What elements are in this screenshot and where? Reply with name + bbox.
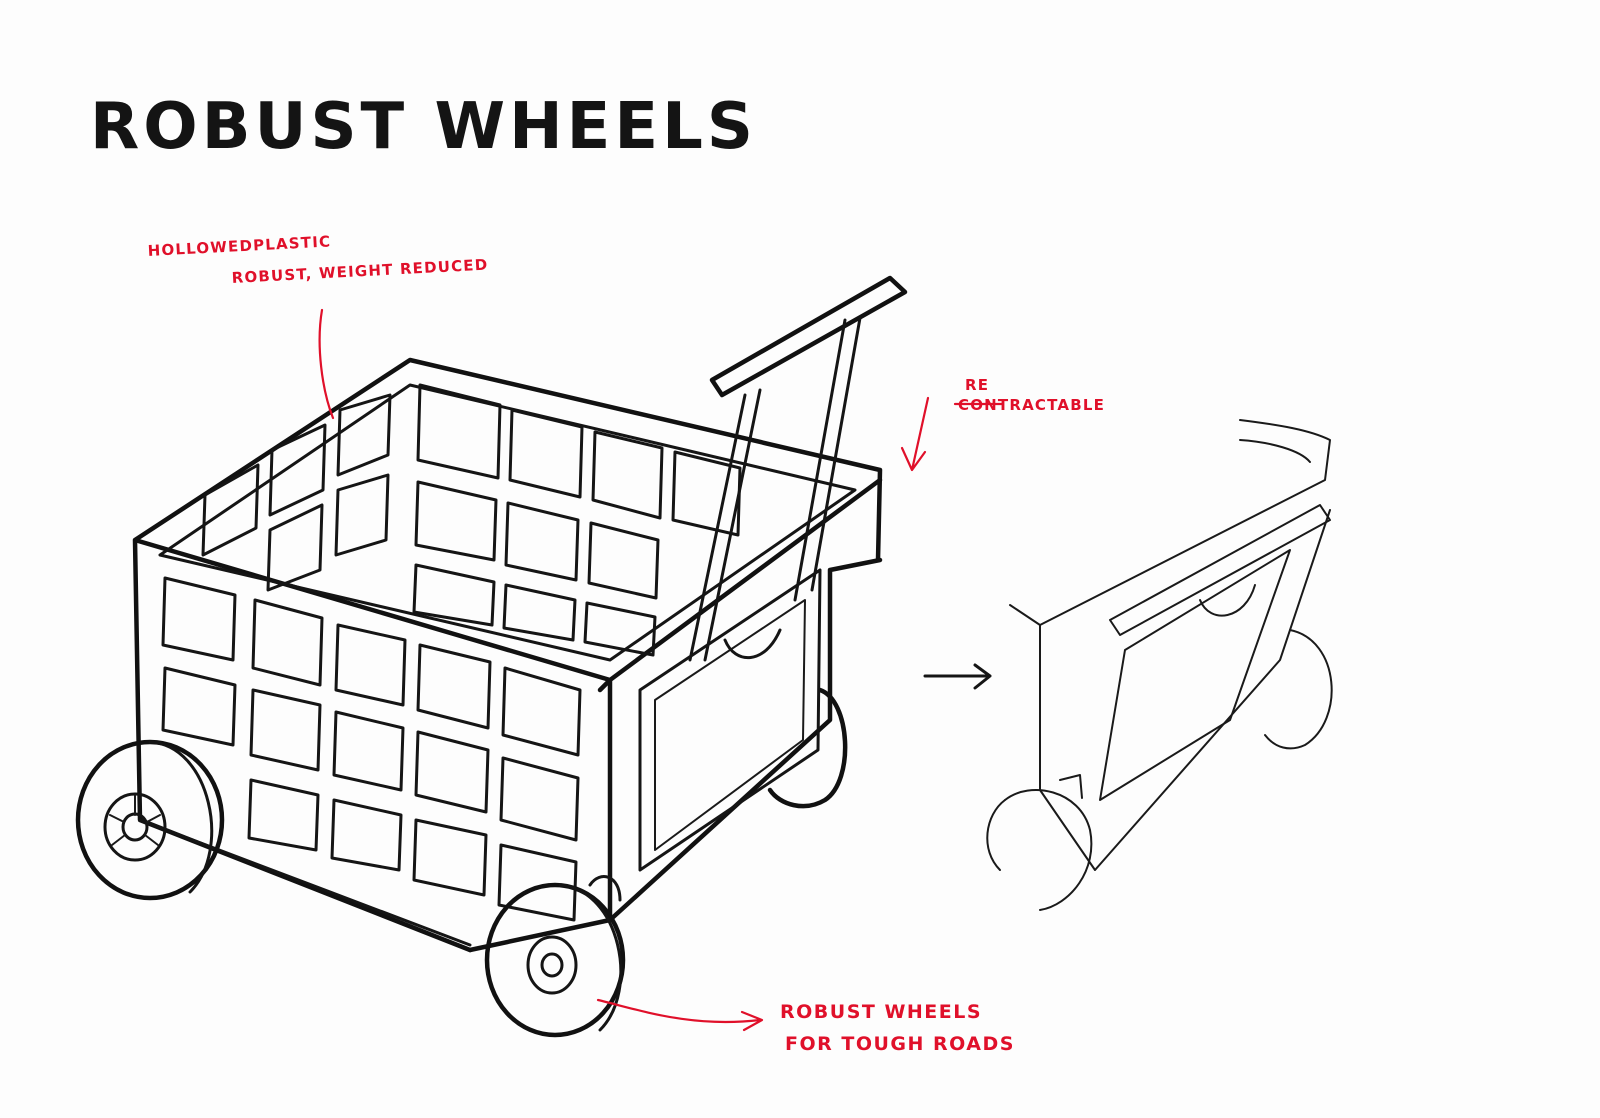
retracted-view-drawing xyxy=(986,419,1333,911)
back-wall-grid xyxy=(412,383,742,657)
annotation-plastic-line2: ROBUST, WEIGHT REDUCED xyxy=(231,256,489,287)
retractable-handle xyxy=(688,275,908,662)
annotation-plastic-line1: HOLLOWEDPLASTIC xyxy=(147,232,331,260)
left-wall-grid xyxy=(201,393,392,592)
side-panel xyxy=(638,568,822,872)
front-left-wheel xyxy=(75,739,225,901)
retract-arrow xyxy=(900,396,930,472)
annotation-retractable: RE CONTRACTABLE xyxy=(900,376,1105,472)
front-right-wheel xyxy=(484,875,626,1038)
front-wall-grid xyxy=(161,576,582,922)
shopping-cart-drawing xyxy=(75,275,908,1038)
transition-arrow xyxy=(923,663,992,690)
annotation-wheels-leader xyxy=(596,998,764,1032)
annotation-retract-line1: RE xyxy=(965,376,989,394)
annotation-wheels-line2: FOR TOUGH ROADS xyxy=(785,1033,1015,1055)
rear-right-wheel xyxy=(767,687,848,809)
annotation-robust-wheels: ROBUST WHEELS FOR TOUGH ROADS xyxy=(596,998,1015,1055)
annotation-retract-line2: CONTRACTABLE xyxy=(958,396,1105,414)
annotation-wheels-line1: ROBUST WHEELS xyxy=(780,1001,982,1023)
sketch-title: ROBUST WHEELS xyxy=(90,90,757,164)
annotation-plastic-leader xyxy=(318,308,335,420)
